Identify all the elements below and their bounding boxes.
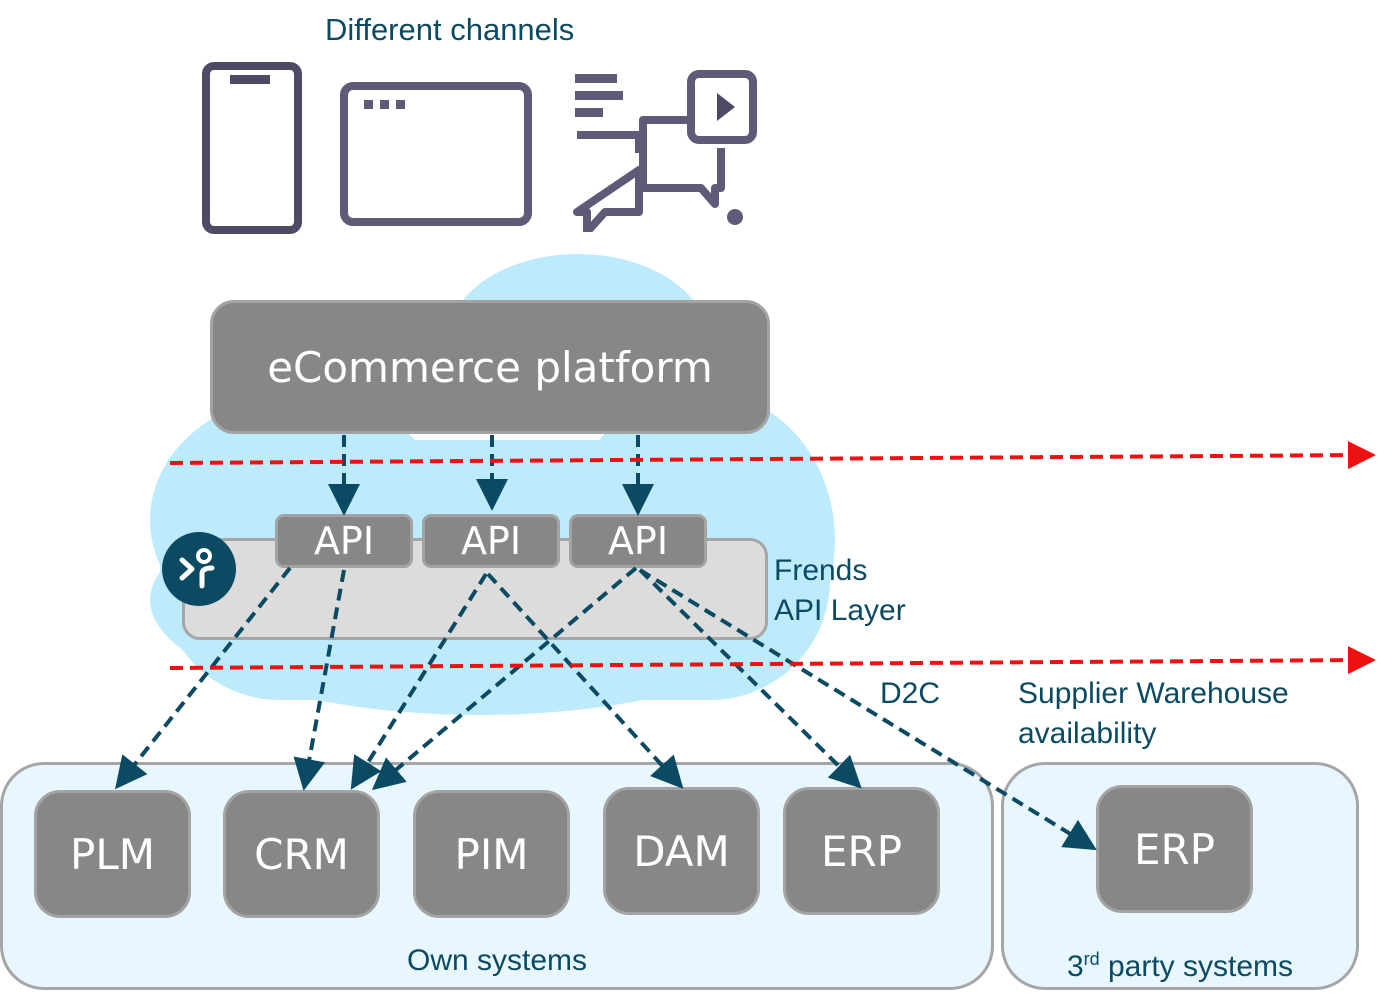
flow-api1-plm: [115, 566, 292, 790]
frends-label-line1: Frends: [774, 554, 868, 587]
supplier-label-line1: Supplier Warehouse: [1018, 677, 1289, 710]
system-erp-own[interactable]: ERP: [783, 787, 940, 915]
system-plm[interactable]: PLM: [34, 790, 191, 918]
supplier-label-line2: availability: [1018, 717, 1157, 750]
d2c-label: D2C: [880, 677, 941, 710]
system-pim[interactable]: PIM: [413, 790, 570, 918]
flow-api3-crm: [371, 566, 638, 791]
flow-api3-erp: [638, 568, 862, 789]
third-party-label: 3rd party systems: [1066, 949, 1294, 983]
channels-title: Different channels: [325, 12, 575, 47]
chat-media-icon: [573, 70, 757, 232]
browser-window-icon: [340, 82, 532, 226]
flow-api2-crm: [350, 572, 488, 790]
system-erp-third-party[interactable]: ERP: [1096, 785, 1253, 913]
api-box-1[interactable]: API: [275, 514, 413, 568]
api-box-3[interactable]: API: [569, 514, 707, 568]
flow-api2-dam: [486, 572, 684, 789]
system-dam[interactable]: DAM: [603, 787, 760, 915]
system-crm[interactable]: CRM: [223, 790, 380, 918]
frends-label-line2: API Layer: [774, 594, 906, 627]
api-box-2[interactable]: API: [422, 514, 560, 568]
own-systems-label: Own systems: [406, 944, 588, 977]
boundary-line-lower: [169, 646, 1376, 675]
flow-api1-crm: [293, 569, 346, 791]
frends-logo-icon: [162, 532, 236, 606]
mobile-phone-icon: [202, 62, 302, 234]
ecommerce-platform-box[interactable]: eCommerce platform: [210, 300, 770, 434]
boundary-line-upper: [169, 441, 1376, 470]
flow-api3-erp-third-party: [638, 568, 1097, 851]
